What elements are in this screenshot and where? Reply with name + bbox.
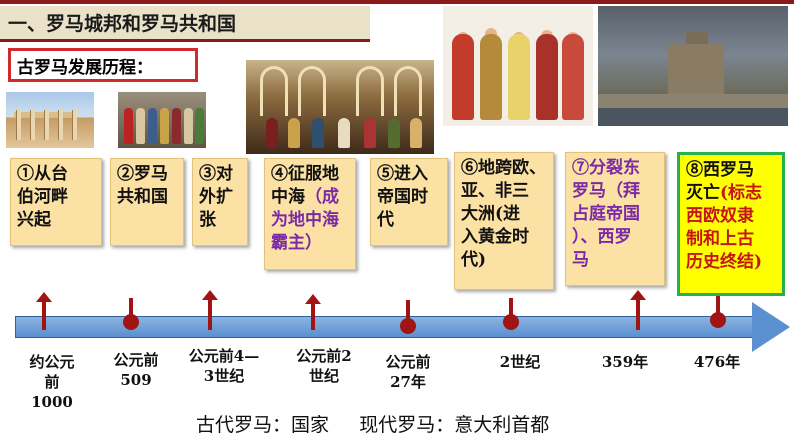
stage-line: ⑥地跨欧、 xyxy=(461,158,546,178)
stage-card-2: ②罗马 共和国 xyxy=(110,158,184,246)
timeline-marker-4 xyxy=(305,294,321,334)
date-label-1: 约公元 前 1000 xyxy=(20,352,84,412)
stage-note: (标志 xyxy=(720,183,763,203)
date-label-8: 476年 xyxy=(682,352,752,372)
date-label-2: 公元前 509 xyxy=(104,350,168,390)
footer-note: 古代罗马：国家 现代罗马：意大利首都 xyxy=(196,414,550,436)
stage-line: 罗马（拜 xyxy=(572,181,640,201)
date-label-4: 公元前2 世纪 xyxy=(282,346,366,386)
stage-line: 亚、非三 xyxy=(461,181,529,201)
roman-costumes-illustration xyxy=(443,6,593,126)
stage-line: 占庭帝国 xyxy=(572,204,640,224)
date-line: 27年 xyxy=(390,373,426,391)
date-line: 约公元 xyxy=(29,353,75,371)
date-line: 公元前2 xyxy=(296,347,352,365)
timeline-marker-3 xyxy=(202,290,218,332)
stage-card-5: ⑤进入 帝国时 代 xyxy=(370,158,448,246)
timeline-marker-5 xyxy=(400,300,416,340)
stage-line: 代 xyxy=(377,210,394,230)
date-line: 359年 xyxy=(601,353,649,371)
date-line: 476年 xyxy=(693,353,741,371)
date-line: 公元前4— xyxy=(188,347,260,365)
stage-line: 马 xyxy=(572,250,589,270)
date-line: 世纪 xyxy=(308,367,339,385)
date-label-5: 公元前 27年 xyxy=(372,352,444,392)
date-line: 3世纪 xyxy=(203,367,245,385)
stage-line: ④征服地 xyxy=(271,164,339,184)
timeline-arrowhead xyxy=(752,302,790,352)
stage-line: 共和国 xyxy=(117,187,168,207)
stage-line: ⑧西罗马 xyxy=(686,160,754,180)
stage-card-3: ③对 外扩 张 xyxy=(192,158,248,246)
stage-card-7: ⑦分裂东 罗马（拜 占庭帝国 ）、西罗 马 xyxy=(565,152,665,286)
date-label-7: 359年 xyxy=(590,352,660,372)
ruins-photo xyxy=(6,92,94,148)
stage-note: 为地中海 xyxy=(271,210,339,230)
stage-line: ）、西罗 xyxy=(572,227,632,247)
stage-note: 历史终结) xyxy=(686,252,763,272)
stage-line: ⑦分裂东 xyxy=(572,158,640,178)
stage-note: 制和上古 xyxy=(686,229,754,249)
stage-line: 入黄金时 xyxy=(461,227,529,247)
date-line: 2世纪 xyxy=(499,353,541,371)
date-line: 公元前 xyxy=(385,353,431,371)
timeline-marker-1 xyxy=(36,292,52,332)
stage-card-4: ④征服地 中海（成 为地中海 霸主） xyxy=(264,158,356,270)
timeline-arrow xyxy=(15,316,755,338)
stage-line: 大洲(进 xyxy=(461,204,521,224)
stage-line: ②罗马 xyxy=(117,164,168,184)
top-rule xyxy=(0,0,794,4)
stage-note: （成 xyxy=(305,187,339,207)
timeline-marker-7 xyxy=(630,290,646,332)
stage-note: 霸主） xyxy=(271,233,322,253)
stage-line: 中海 xyxy=(271,187,305,207)
castle-photo xyxy=(598,6,788,126)
date-line: 公元前 xyxy=(113,351,159,369)
stage-line: ①从台 xyxy=(17,164,68,184)
stage-line: 伯河畔 xyxy=(17,187,68,207)
stage-line: 灭亡 xyxy=(686,183,720,203)
stage-note: 西欧奴隶 xyxy=(686,206,754,226)
battle-painting xyxy=(246,60,434,154)
stage-line: 外扩 xyxy=(199,187,233,207)
stage-line: 帝国时 xyxy=(377,187,428,207)
soldiers-photo xyxy=(118,92,206,148)
stage-line: ⑤进入 xyxy=(377,164,428,184)
stage-line: 兴起 xyxy=(17,210,51,230)
timeline-marker-2 xyxy=(123,298,139,338)
stage-card-6: ⑥地跨欧、 亚、非三 大洲(进 入黄金时 代) xyxy=(454,152,554,290)
timeline-marker-8 xyxy=(710,296,726,336)
stage-line: 张 xyxy=(199,210,216,230)
page-title: 一、罗马城邦和罗马共和国 xyxy=(0,6,370,42)
date-label-6: 2世纪 xyxy=(490,352,550,372)
date-label-3: 公元前4— 3世纪 xyxy=(180,346,268,386)
timeline-marker-6 xyxy=(503,298,519,338)
stage-card-1: ①从台 伯河畔 兴起 xyxy=(10,158,102,246)
date-line: 1000 xyxy=(31,393,73,411)
stage-line: ③对 xyxy=(199,164,233,184)
stage-card-8: ⑧西罗马 灭亡(标志 西欧奴隶 制和上古 历史终结) xyxy=(677,152,785,296)
date-line: 509 xyxy=(120,371,152,389)
date-line: 前 xyxy=(44,373,60,391)
section-subtitle: 古罗马发展历程： xyxy=(8,48,198,82)
stage-line: 代) xyxy=(461,250,487,270)
